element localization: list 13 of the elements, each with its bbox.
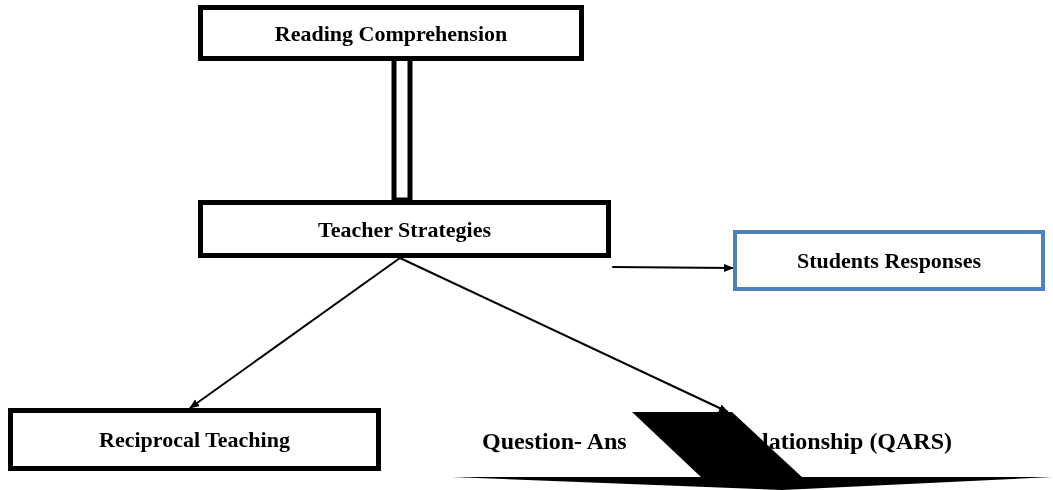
- node-text: Students Responses: [797, 247, 981, 275]
- node-text: Teacher Strategies: [318, 215, 491, 244]
- node-text: Reading Comprehension: [274, 19, 508, 48]
- double-line-connector: [391, 58, 413, 203]
- node-text: Question- Ans: [482, 429, 627, 453]
- node-text: Reciprocal Teaching: [99, 426, 290, 454]
- arrow: [398, 257, 729, 413]
- arrow: [611, 263, 734, 272]
- process-box: [733, 230, 1045, 291]
- arrow: [189, 257, 401, 409]
- process-box: [198, 5, 584, 61]
- process-box: [198, 200, 611, 258]
- process-box: [8, 408, 381, 471]
